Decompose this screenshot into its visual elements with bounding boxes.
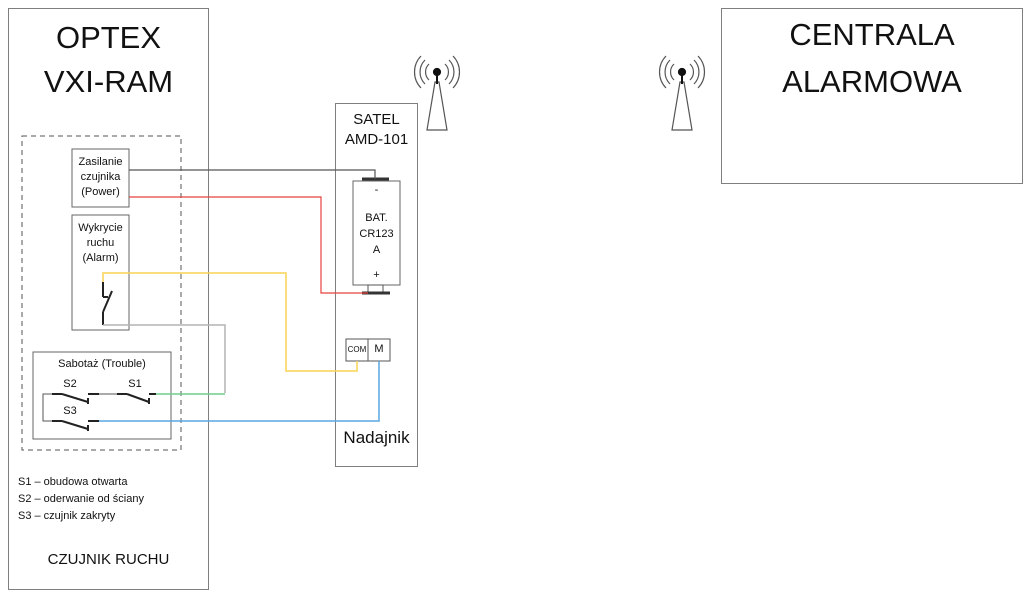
panel-title-line2: ALARMOWA — [782, 64, 962, 99]
terminal-com-label: COM — [347, 345, 367, 354]
tamper-switch-s1-icon — [117, 393, 156, 404]
sensor-footer: CZUJNIK RUCHU — [47, 551, 170, 568]
tamper-block-title: Sabotaż (Trouble) — [58, 358, 146, 370]
tamper-switch-s3-icon — [52, 420, 99, 431]
sensor-box — [8, 8, 209, 590]
alarm-panel-box — [721, 8, 1023, 184]
transmitter-box — [335, 103, 418, 467]
radio-tower-icon — [414, 55, 460, 131]
legend-item-s1: S1 – obudowa otwarta — [18, 476, 128, 488]
switch-label-s3: S3 — [63, 405, 77, 417]
transmitter-footer: Nadajnik — [343, 428, 410, 447]
power-block-label: Zasilanie czujnika (Power) — [78, 156, 123, 198]
alarm-block-label: Wykrycie ruchu (Alarm) — [78, 222, 123, 264]
tamper-internal-wiring — [42, 393, 117, 422]
switch-label-s1: S1 — [128, 378, 142, 390]
wire-tamper-s3 — [99, 361, 380, 422]
battery-label: BAT. CR123 A — [359, 212, 394, 256]
sensor-title-line2: VXI-RAM — [43, 64, 174, 99]
tamper-block — [32, 351, 172, 440]
sensor-internal-boundary — [21, 135, 182, 451]
sensor-title-line1: OPTEX — [55, 20, 162, 55]
battery-minus-label: - — [374, 184, 379, 196]
switch-label-s2: S2 — [63, 378, 77, 390]
transmitter-title-line2: AMD-101 — [344, 131, 409, 148]
wire-tamper-link — [103, 324, 226, 393]
wire-alarm — [102, 272, 358, 372]
legend-item-s3: S3 – czujnik zakryty — [18, 510, 116, 522]
alarm-relay-switch-icon — [102, 282, 113, 325]
panel-title-line1: CENTRALA — [789, 17, 955, 52]
wire-power — [129, 196, 368, 294]
radio-tower-icon — [659, 55, 705, 131]
wire-ground — [129, 169, 376, 179]
tamper-switch-s2-icon — [52, 393, 99, 404]
power-block — [71, 148, 130, 208]
transmitter-title-line1: SATEL — [353, 111, 400, 128]
tamper-legend: S1 – obudowa otwarta S2 – oderwanie od ś… — [18, 474, 144, 525]
legend-item-s2: S2 – oderwanie od ściany — [18, 493, 144, 505]
battery-plus-label: + — [373, 269, 380, 281]
terminal-m-label: M — [374, 343, 384, 355]
